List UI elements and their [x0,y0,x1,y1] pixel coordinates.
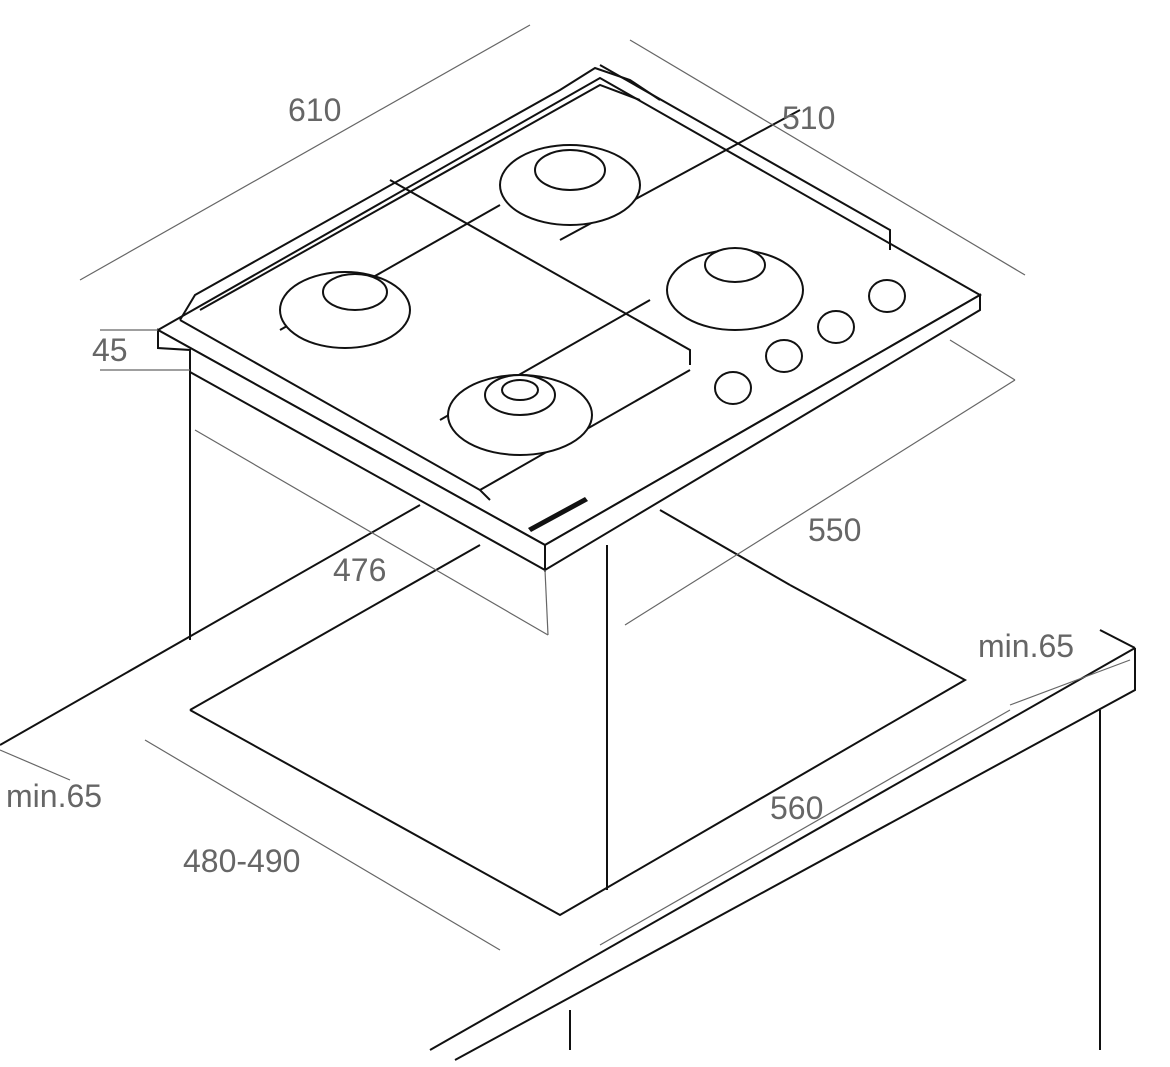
countertop [0,504,1136,1061]
knob-1 [714,371,752,405]
burner-right [666,247,804,331]
cutout [189,509,968,917]
dim-cutout-width: 560 [770,790,824,826]
knob-4 [868,279,906,313]
brand-logo [528,497,588,532]
dim-height: 45 [92,332,128,368]
dim-body-depth: 476 [333,552,387,588]
control-knobs [714,279,906,405]
dim-width: 610 [288,92,342,128]
knob-3 [817,310,855,344]
dim-cutout-depth: 480-490 [183,843,301,879]
burner-front-wok [447,374,593,456]
hob [155,64,983,572]
burner-back [499,144,641,226]
knob-2 [765,339,803,373]
dim-body-width: 550 [808,512,862,548]
dim-min-side-right: min.65 [978,628,1075,664]
dim-depth: 510 [782,100,836,136]
dimension-lines [0,24,1131,951]
dim-min-side-left: min.65 [6,778,103,814]
cabinet-lines [189,370,608,890]
burner-left [279,271,411,349]
